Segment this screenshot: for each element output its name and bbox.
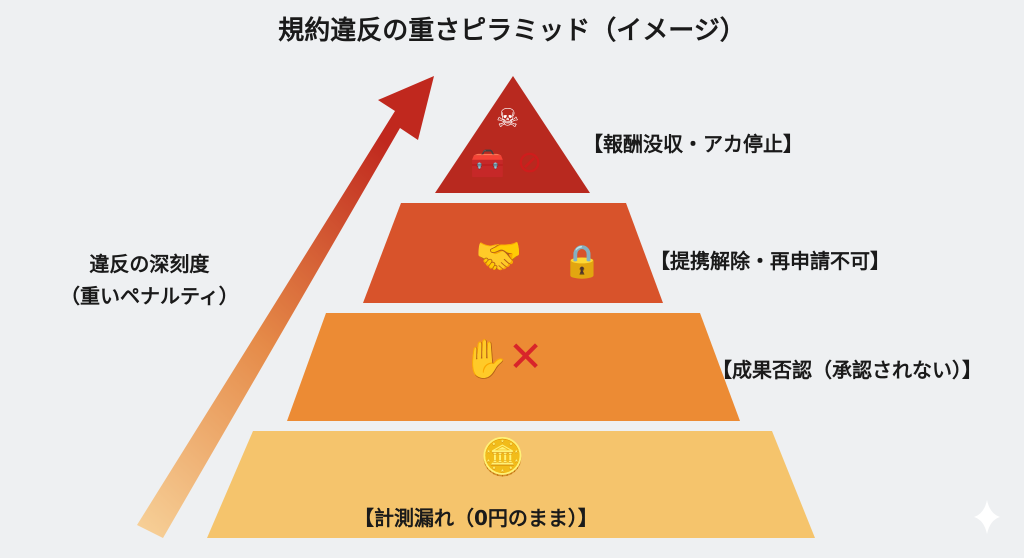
tier-3-label: 【成果否認（承認されない）】: [712, 358, 982, 382]
axis-label-line1: 違反の深刻度: [89, 252, 210, 276]
skull-crossbones-icon: ☠: [496, 104, 520, 134]
tier-2-label: 【提携解除・再申請不可】: [650, 249, 890, 273]
tier-2-shape: [363, 203, 663, 303]
tier-4-shape: [207, 431, 815, 538]
axis-label: 違反の深刻度 （重いペナルティ）: [60, 248, 239, 312]
tier-3-shape: [287, 313, 740, 421]
tier-1-shape: [435, 76, 590, 193]
sparkle-icon: [974, 500, 1000, 534]
severity-arrow: [137, 76, 434, 538]
page-title: 規約違反の重さピラミッド（イメージ）: [278, 16, 746, 46]
tier-4-label: 【計測漏れ（0円のまま）】: [354, 506, 598, 530]
no-user-icon: ⊘: [517, 145, 543, 180]
handshake-icon: 🤝: [475, 234, 523, 278]
stop-hand-icon: ✋: [462, 337, 510, 381]
treasure-chest-icon: 🧰: [470, 147, 505, 180]
axis-label-line2: （重いペナルティ）: [60, 284, 239, 308]
tier-1-label: 【報酬没収・アカ停止】: [583, 132, 803, 156]
padlock-no-icon: 🔒: [562, 242, 602, 280]
crossed-money-icon: ✕: [508, 332, 544, 381]
broken-coin-question-icon: 🪙: [480, 437, 525, 478]
